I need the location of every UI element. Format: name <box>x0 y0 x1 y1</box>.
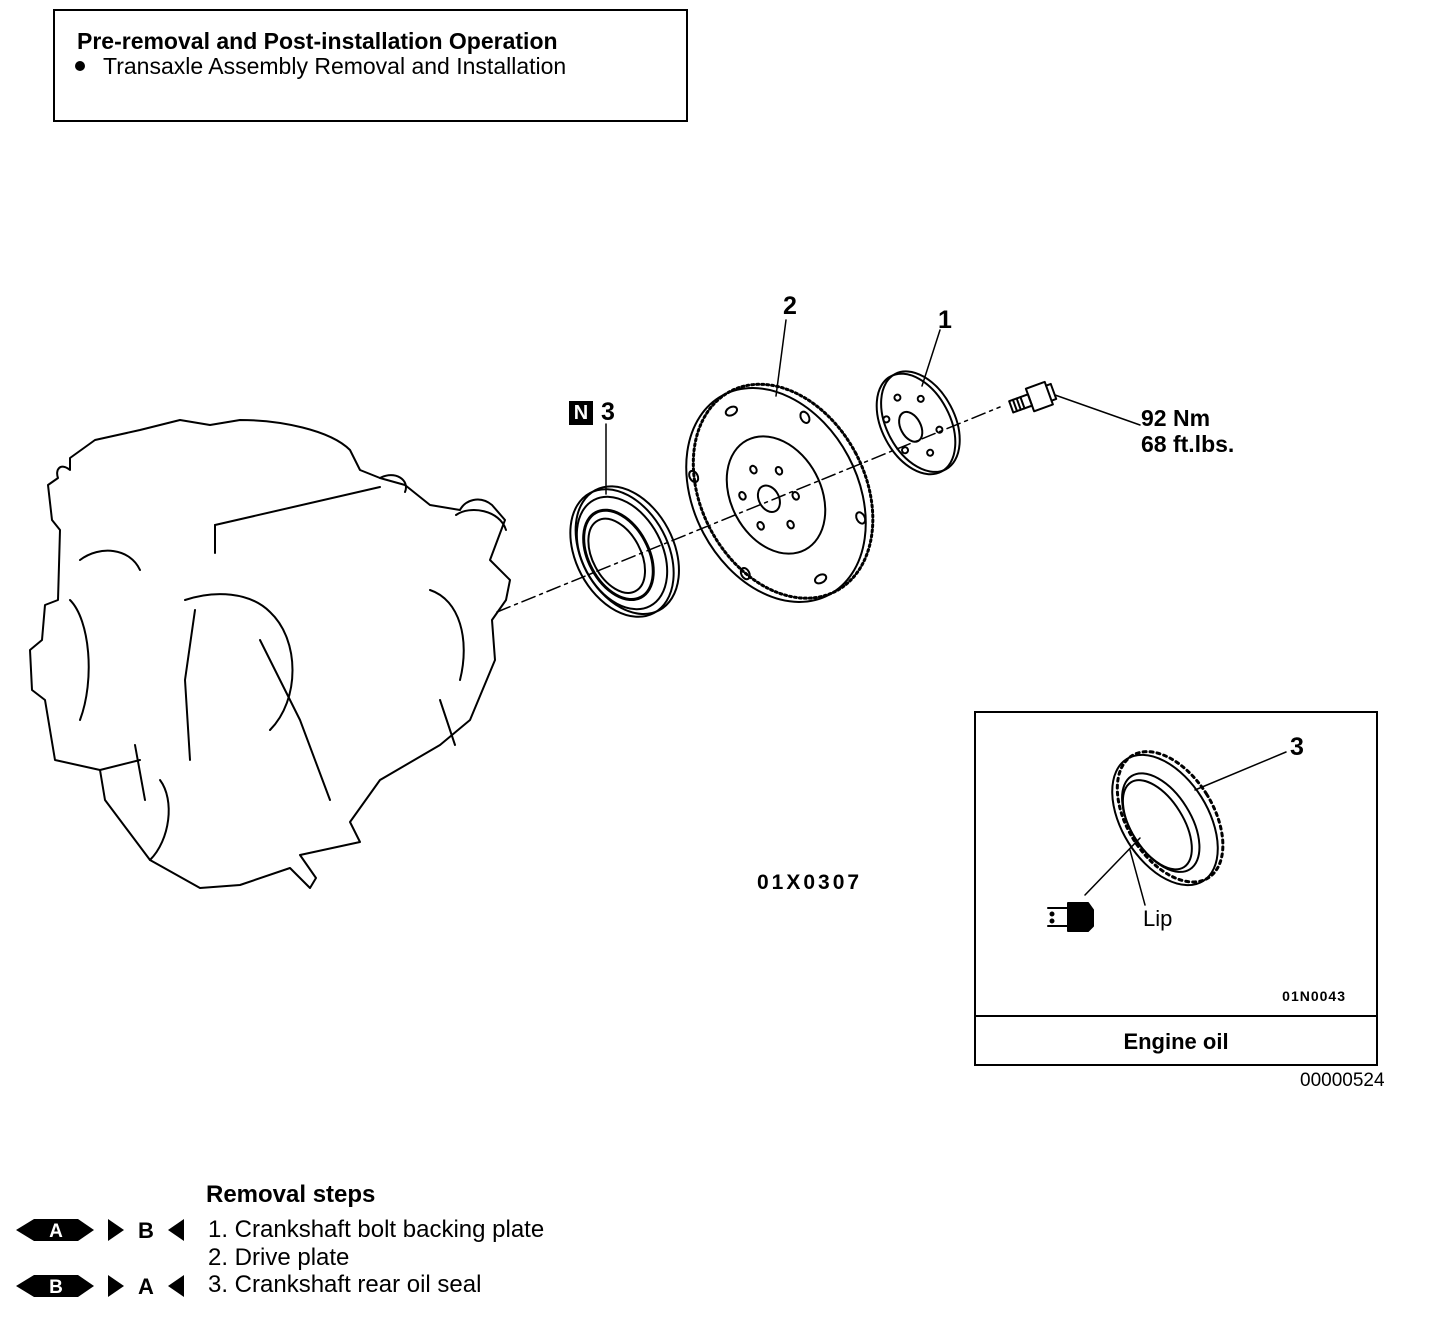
lip-label: Lip <box>1143 906 1173 931</box>
mark-left-B: B <box>16 1275 94 1298</box>
callout-part-1: 1 <box>938 306 952 334</box>
inset-oil-seal <box>1111 750 1225 887</box>
torque-spec: 92 Nm 68 ft.lbs. <box>1141 405 1234 458</box>
new-part-mark: N <box>569 401 593 425</box>
oil-can-icon <box>1047 902 1094 932</box>
removal-step-2: 2. Drive plate <box>208 1244 350 1271</box>
inset-caption: Engine oil <box>1123 1029 1229 1054</box>
inset-callout-3: 3 <box>1290 733 1304 761</box>
inset-figure-code: 01N0043 <box>1282 988 1346 1004</box>
torque-nm: 92 Nm <box>1141 405 1211 431</box>
drive-plate <box>685 382 875 603</box>
pre-operation-item-text: Transaxle Assembly Removal and Installat… <box>103 53 567 79</box>
engine-outline <box>29 419 511 889</box>
removal-step-3: 3. Crankshaft rear oil seal <box>208 1271 482 1298</box>
centerline <box>496 406 1001 613</box>
mark-right-B-text: B <box>138 1218 154 1243</box>
callout-part-2: 2 <box>783 292 797 320</box>
torque-ftlbs: 68 ft.lbs. <box>1141 431 1235 458</box>
mark-left-A-text: A <box>49 1221 63 1242</box>
mark-left-B-text: B <box>49 1277 63 1298</box>
bolt <box>1008 380 1058 414</box>
pre-operation-item: Transaxle Assembly Removal and Installat… <box>75 53 566 80</box>
figure-code: 01X0307 <box>757 871 863 894</box>
bullet-icon <box>75 61 85 71</box>
pre-operation-box: Pre-removal and Post-installation Operat… <box>53 9 688 122</box>
removal-steps-title: Removal steps <box>206 1181 376 1208</box>
reference-code: 00000524 <box>1300 1070 1385 1091</box>
mark-left-A: A <box>16 1219 94 1242</box>
callout-part-3: 3 <box>601 398 615 426</box>
mark-right-B: B <box>108 1218 184 1243</box>
pre-operation-title: Pre-removal and Post-installation Operat… <box>77 28 558 54</box>
removal-step-1: 1. Crankshaft bolt backing plate <box>208 1216 545 1243</box>
inset-box: 01N0043 Engine oil <box>974 711 1378 1066</box>
mark-right-A-text: A <box>138 1274 154 1299</box>
backing-plate <box>875 370 961 476</box>
oil-seal <box>569 485 680 618</box>
mark-right-A: A <box>108 1274 184 1299</box>
inset-divider <box>976 1015 1376 1017</box>
